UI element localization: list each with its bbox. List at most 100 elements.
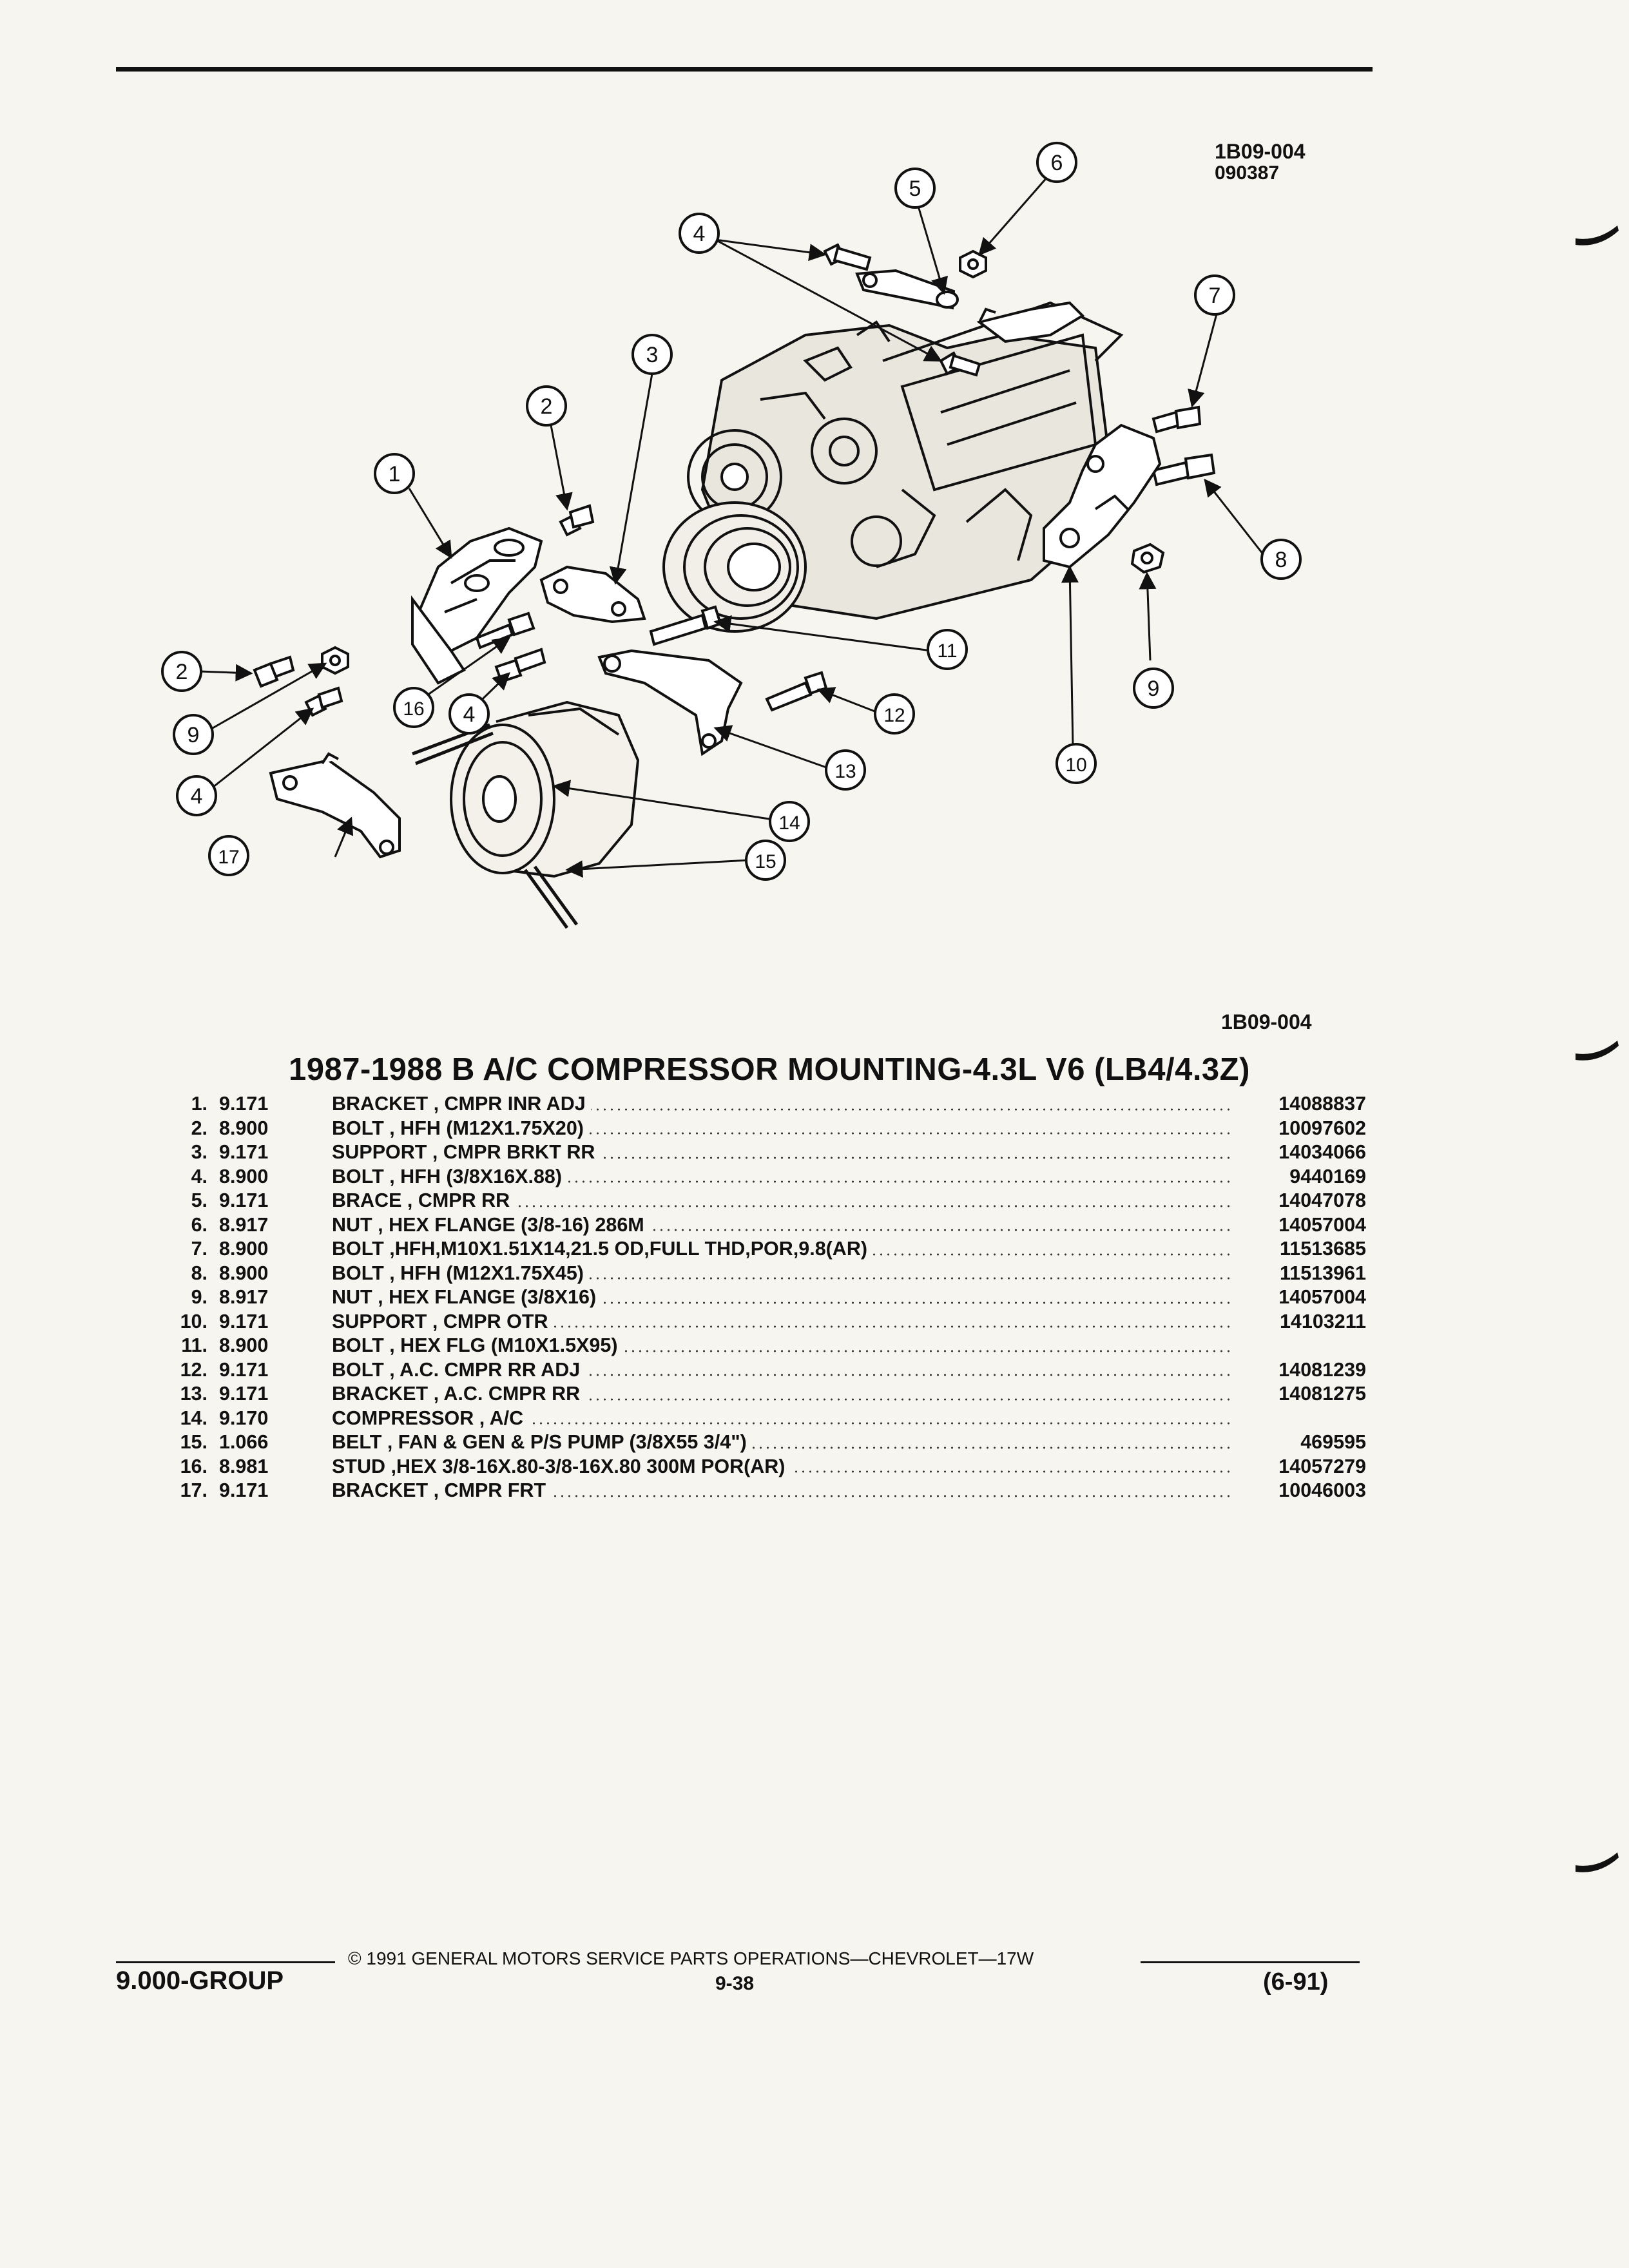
- part-description: BOLT , A.C. CMPR RR ADJ: [332, 1358, 1231, 1383]
- compressor-14: [450, 700, 640, 878]
- bolt-4-mid: [494, 648, 546, 684]
- nut-9-left: [321, 646, 349, 675]
- part-description: STUD ,HEX 3/8-16X.80-3/8-16X.80 300M POR…: [332, 1455, 1231, 1479]
- callout-17-label: 17: [218, 847, 239, 868]
- part-group-code: 1.066: [219, 1431, 269, 1453]
- part-description: BELT , FAN & GEN & P/S PUMP (3/8X55 3/4"…: [332, 1430, 1231, 1455]
- part-number: 14081275: [1278, 1383, 1366, 1405]
- part-group-code: 9.171: [219, 1383, 269, 1405]
- bolt-2-top: [559, 504, 595, 537]
- crank-pulley: [662, 501, 807, 633]
- callout-7: 7: [1194, 274, 1235, 316]
- part-group-code: 9.171: [219, 1479, 269, 1501]
- part-description: BOLT ,HFH,M10X1.51X14,21.5 OD,FULL THD,P…: [332, 1237, 1231, 1262]
- part-group-code: 8.900: [219, 1117, 269, 1139]
- footer-page-number: 9-38: [715, 1973, 755, 1994]
- callout-11-label: 11: [937, 640, 957, 662]
- part-description: BOLT , HFH (3/8X16X.88): [332, 1165, 1231, 1189]
- part-number: [1231, 1334, 1366, 1358]
- bolt-7: [1152, 405, 1202, 434]
- callout-8-label: 8: [1275, 548, 1287, 572]
- engine-block: [687, 301, 1124, 620]
- part-number: 11513685: [1279, 1238, 1366, 1260]
- bracket-1: [411, 526, 543, 685]
- part-number: 10046003: [1278, 1479, 1366, 1501]
- callout-2: 2: [526, 385, 567, 427]
- part-index: 3.: [191, 1141, 207, 1163]
- callout-11: 11: [927, 629, 968, 670]
- callout-6: 6: [1036, 142, 1077, 183]
- part-number: 14057279: [1278, 1455, 1366, 1477]
- callout-5-label: 5: [909, 177, 921, 201]
- part-description: COMPRESSOR , A/C: [332, 1407, 1231, 1431]
- page-title: 1987-1988 B A/C COMPRESSOR MOUNTING-4.3L…: [289, 1052, 1250, 1087]
- callout-9-left: 9: [173, 714, 214, 755]
- callout-9: 9: [1133, 668, 1174, 709]
- callout-16: 16: [393, 687, 434, 728]
- callout-12-label: 12: [883, 705, 905, 726]
- bolt-4-left: [304, 686, 343, 717]
- footer-rule-right: [1141, 1961, 1360, 1963]
- part-description: BRACKET , CMPR INR ADJ: [332, 1092, 1231, 1117]
- part-group-code: 8.900: [219, 1165, 269, 1187]
- callout-13-label: 13: [834, 761, 856, 782]
- callouts: 1 2 3 4 5 6 7 8 9 10 11 12 13 14 15 16 1…: [161, 142, 1302, 881]
- part-index: 6.: [191, 1213, 207, 1236]
- callout-1: 1: [374, 453, 415, 494]
- part-description: BOLT , HEX FLG (M10X1.5X95): [332, 1334, 1231, 1358]
- part-description: NUT , HEX FLANGE (3/8-16) 286M: [332, 1213, 1231, 1238]
- exploded-view-illustration: 1 2 3 4 5 6 7 8 9 10 11 12 13 14 15 16 1…: [161, 142, 1302, 929]
- top-rule: [116, 67, 1373, 72]
- figure-date: 090387: [1215, 162, 1280, 184]
- part-description: BOLT , HFH (M12X1.75X45): [332, 1262, 1231, 1286]
- callout-5: 5: [894, 168, 936, 209]
- part-index: 8.: [191, 1262, 207, 1284]
- callout-15: 15: [745, 840, 786, 881]
- callout-17: 17: [208, 835, 249, 876]
- callout-4-mid-label: 4: [463, 702, 476, 727]
- part-group-code: 9.171: [219, 1310, 269, 1332]
- callout-10: 10: [1055, 743, 1097, 784]
- callout-8: 8: [1260, 539, 1302, 580]
- part-group-code: 9.170: [219, 1407, 269, 1429]
- part-number: 10097602: [1278, 1117, 1366, 1139]
- part-index: 5.: [191, 1189, 207, 1211]
- callout-4: 4: [679, 213, 720, 254]
- part-description: SUPPORT , CMPR BRKT RR: [332, 1140, 1231, 1165]
- part-number: 14081239: [1278, 1358, 1366, 1381]
- part-group-code: 9.171: [219, 1189, 269, 1211]
- stud-16: [475, 611, 535, 649]
- callout-14-label: 14: [778, 812, 800, 834]
- hole-punch-mark: [1576, 1852, 1619, 1872]
- brace-5: [855, 269, 959, 310]
- callout-12: 12: [874, 693, 915, 735]
- part-index: 4.: [191, 1165, 207, 1187]
- part-number: 14057004: [1278, 1213, 1366, 1236]
- part-number: 14088837: [1278, 1093, 1366, 1115]
- figure-id: 1B09-004: [1215, 140, 1306, 163]
- support-3: [539, 565, 646, 624]
- part-index: 9.: [191, 1286, 207, 1308]
- hole-punch-mark: [1576, 1041, 1619, 1061]
- support-10: [1043, 423, 1162, 569]
- callout-1-label: 1: [389, 462, 401, 486]
- bolt-2-left: [253, 655, 295, 688]
- part-group-code: 8.900: [219, 1238, 269, 1260]
- part-index: 7.: [191, 1238, 207, 1260]
- hole-punch-mark: [1576, 226, 1619, 245]
- footer-group: 9.000-GROUP: [116, 1966, 284, 1995]
- callout-13: 13: [825, 749, 866, 791]
- part-index: 2.: [191, 1117, 207, 1139]
- part-group-code: 9.171: [219, 1093, 269, 1115]
- parts-row: 7. 8.900 BOLT ,HFH,M10X1.51X14,21.5 OD,FUL…: [155, 1237, 1366, 1262]
